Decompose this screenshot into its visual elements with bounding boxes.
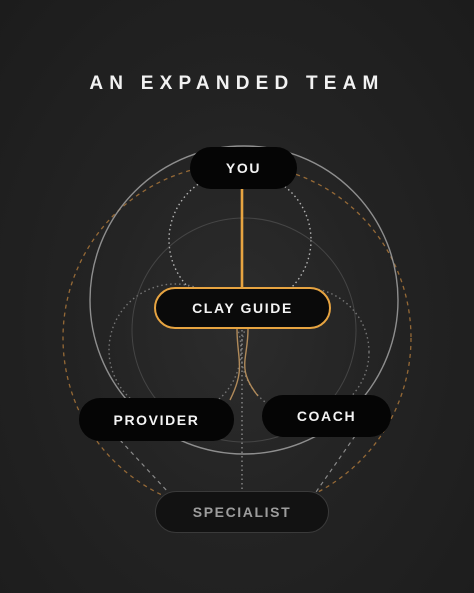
provider-specialist-dashed (119, 439, 169, 493)
guide-provider-curve (229, 328, 241, 401)
guide-coach-curve (244, 328, 259, 397)
coach-specialist-dashed (315, 435, 356, 493)
node-clay-guide: CLAY GUIDE (154, 287, 331, 329)
inner-faint-ring (131, 217, 357, 443)
node-you: YOU (190, 147, 297, 189)
node-coach: COACH (262, 395, 391, 437)
node-provider: PROVIDER (79, 398, 234, 441)
node-specialist: SPECIALIST (155, 491, 329, 533)
main-ring (89, 145, 399, 455)
diagram-title: AN EXPANDED TEAM (89, 73, 385, 94)
